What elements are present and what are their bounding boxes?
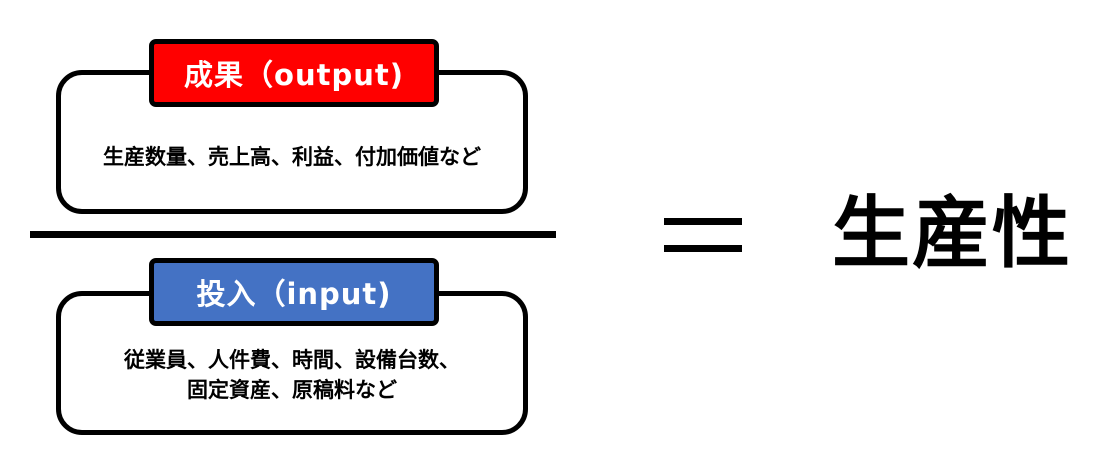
equals-bar-bottom — [664, 245, 742, 252]
denominator-label: 投入（input) — [149, 258, 439, 326]
fraction-line — [30, 231, 556, 238]
equals-sign — [664, 212, 742, 258]
result-text: 生産性 — [832, 189, 1073, 279]
numerator-label: 成果（output) — [149, 39, 439, 107]
equals-bar-top — [664, 218, 742, 225]
numerator-description-line: 生産数量、売上高、利益、付加価値など — [103, 145, 481, 169]
denominator-description-line-1: 従業員、人件費、時間、設備台数、 — [124, 348, 460, 372]
denominator-description-line-2: 固定資産、原稿料など — [187, 378, 397, 402]
numerator-description: 生産数量、売上高、利益、付加価値など — [56, 142, 528, 172]
denominator-description: 従業員、人件費、時間、設備台数、 固定資産、原稿料など — [56, 345, 528, 405]
